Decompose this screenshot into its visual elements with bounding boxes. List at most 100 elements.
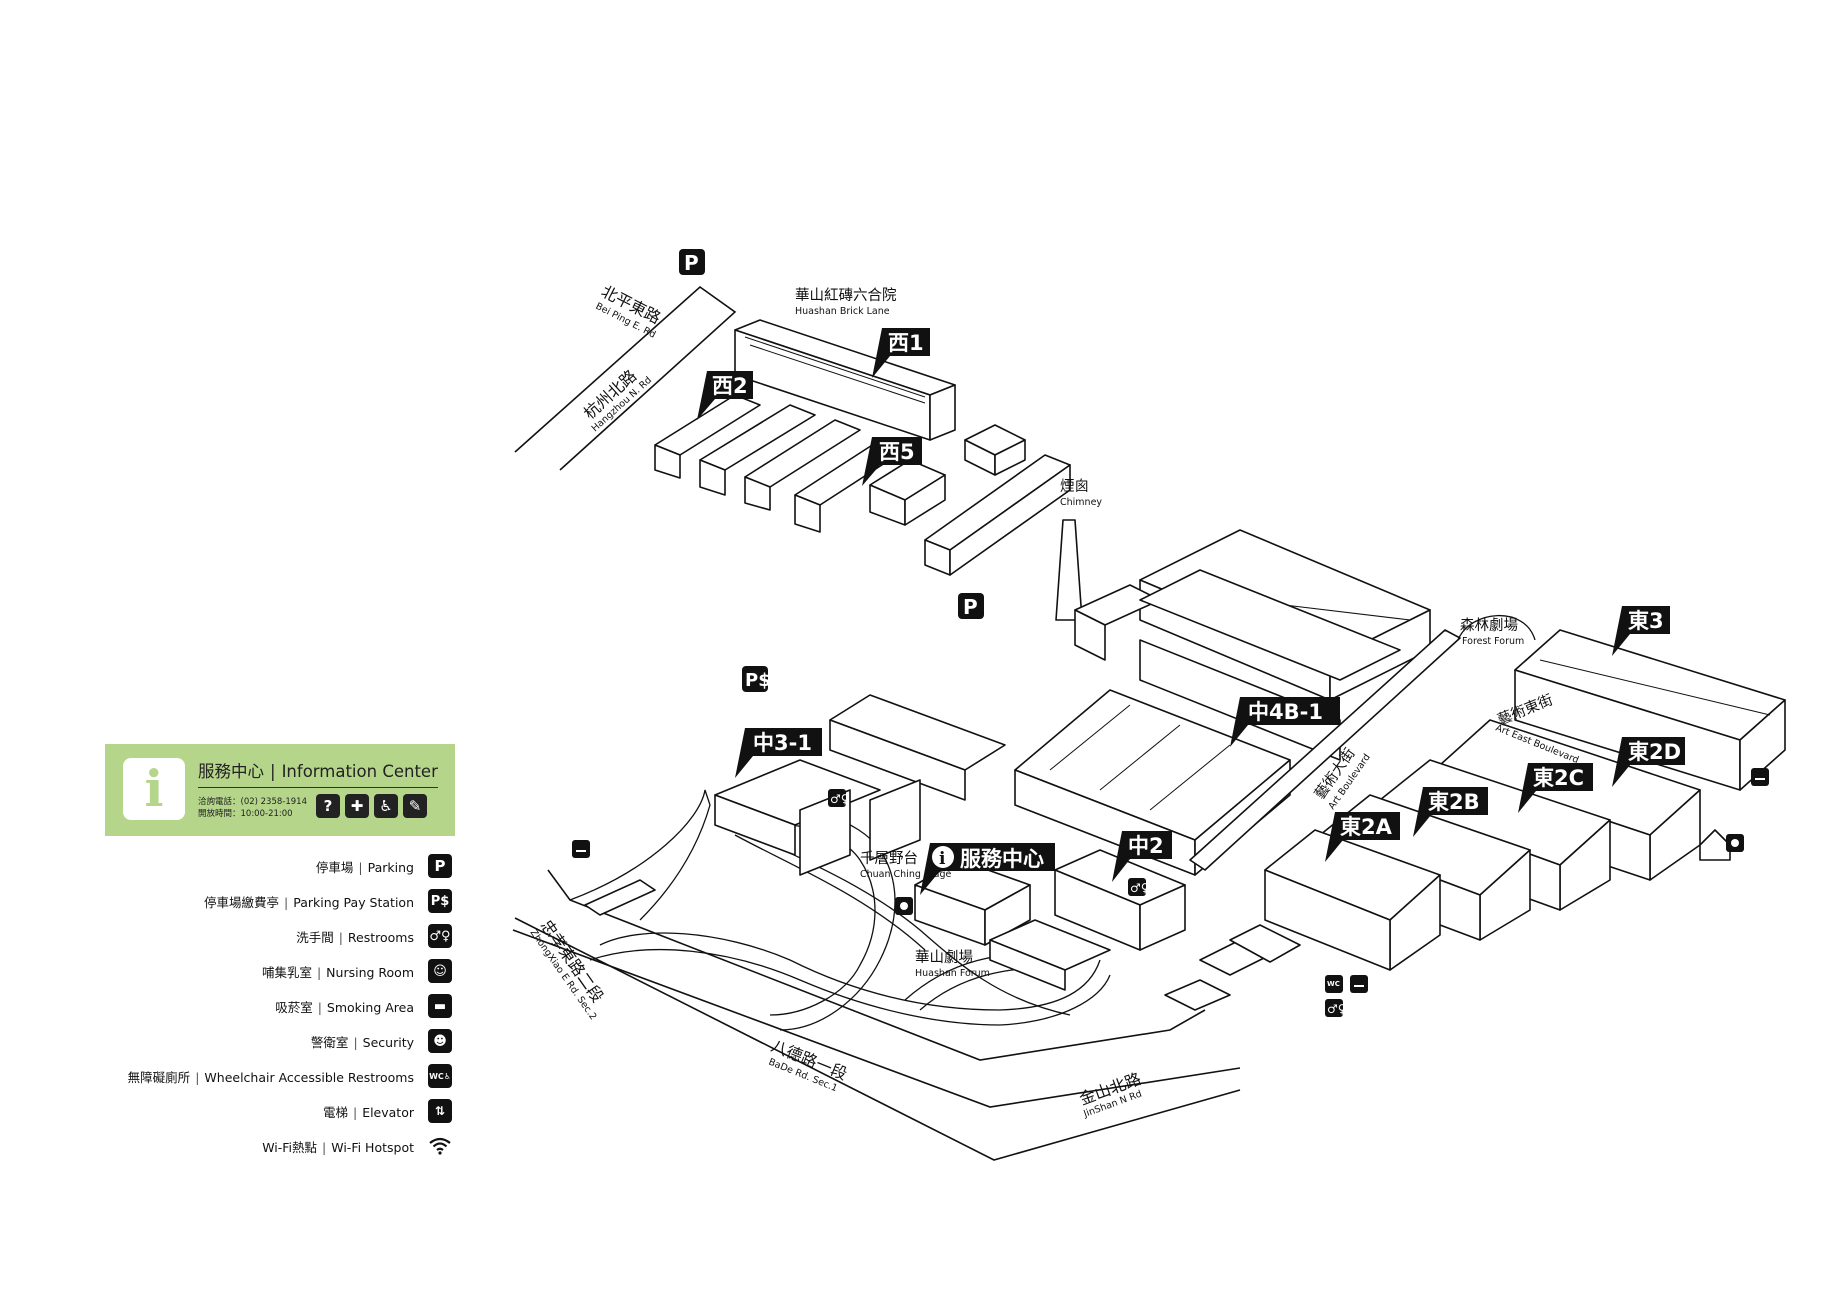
wifi-icon <box>428 1134 452 1158</box>
info-hours: 開放時間：10:00-21:00 <box>198 809 293 819</box>
info-center-panel: i 服務中心|Information Center 洽詢電話：(02) 2358… <box>105 744 455 836</box>
svg-text:東2D: 東2D <box>1628 740 1681 764</box>
legend-label-en: Nursing Room <box>326 964 414 980</box>
smoking-icon[interactable] <box>572 840 590 858</box>
security-icon[interactable] <box>1726 834 1744 852</box>
place-stage-zh: 千層野台 <box>860 850 918 867</box>
parking-pay-icon[interactable]: P$ <box>742 666 771 692</box>
first-aid-icon: ✚ <box>345 794 369 818</box>
tag-east-2a[interactable]: 東2A <box>1325 812 1400 862</box>
legend-label-zh: Wi-Fi熱點 <box>262 1139 318 1155</box>
legend-item-parking: 停車場|Parking P <box>0 853 460 879</box>
parking-icon: P <box>428 854 452 878</box>
legend-label-zh: 警衛室 <box>310 1034 349 1050</box>
tag-west-1[interactable]: 西1 <box>872 328 930 378</box>
place-brick-lane-zh: 華山紅磚六合院 <box>795 287 897 304</box>
svg-text:東2A: 東2A <box>1340 815 1393 839</box>
tag-central-2[interactable]: 中2 <box>1112 831 1172 882</box>
place-chimney-zh: 煙囪 <box>1060 478 1089 495</box>
question-icon: ? <box>316 794 340 818</box>
svg-text:東2C: 東2C <box>1533 766 1584 790</box>
west-buildings <box>654 319 1083 621</box>
info-service-icons: ? ✚ ♿ ✎ <box>316 794 427 818</box>
restroom-icon[interactable]: ♂♀ <box>1325 999 1347 1017</box>
parking-icon[interactable]: P <box>679 249 705 275</box>
place-stage-en: Chuan Ching Stage <box>860 869 952 880</box>
accessible-wc-icon[interactable]: WC <box>1325 975 1343 993</box>
svg-text:P: P <box>963 595 978 619</box>
tag-east-2c[interactable]: 東2C <box>1518 763 1593 813</box>
parking-icon[interactable]: P <box>958 593 984 619</box>
svg-text:中3-1: 中3-1 <box>753 731 812 755</box>
legend-item-accessible-wc: 無障礙廁所|Wheelchair Accessible Restrooms WC… <box>0 1063 460 1089</box>
svg-text:中2: 中2 <box>1128 834 1164 858</box>
svg-text:西1: 西1 <box>888 331 924 355</box>
parking-pay-icon: P$ <box>428 889 452 913</box>
place-brick-lane-en: Huashan Brick Lane <box>795 306 890 317</box>
legend-label-en: Smoking Area <box>326 999 414 1015</box>
place-forest-forum-zh: 森林劇場 <box>1460 617 1518 634</box>
tag-central-3-1[interactable]: 中3-1 <box>735 728 822 778</box>
legend-label-zh: 停車場繳費亭 <box>204 894 280 910</box>
info-divider <box>198 787 438 788</box>
legend-label-zh: 吸菸室 <box>275 999 313 1015</box>
info-icon: i <box>123 758 185 820</box>
tag-east-2d[interactable]: 東2D <box>1612 737 1685 787</box>
legend-item-restrooms: 洗手間|Restrooms ♂♀ <box>0 923 460 949</box>
legend-label-en: Wheelchair Accessible Restrooms <box>204 1069 414 1085</box>
wheelchair-icon: ♿ <box>374 794 398 818</box>
svg-text:♂♀: ♂♀ <box>830 792 850 806</box>
elevator-icon: ⇅ <box>428 1099 452 1123</box>
legend-label-en: Restrooms <box>347 929 414 945</box>
legend-label-en: Wi-Fi Hotspot <box>331 1139 414 1155</box>
legend-label-en: Parking Pay Station <box>293 894 414 910</box>
info-center-title: 服務中心|Information Center <box>198 762 438 781</box>
legend-label-zh: 洗手間 <box>296 929 334 945</box>
tag-west-5[interactable]: 西5 <box>862 437 922 486</box>
svg-text:♂♀: ♂♀ <box>1327 1002 1347 1016</box>
restroom-icon[interactable]: ♂♀ <box>828 789 850 807</box>
place-huashan-forum-en: Huashan Forum <box>915 968 990 979</box>
place-chimney-en: Chimney <box>1060 497 1102 508</box>
legend-item-nursing: 哺集乳室|Nursing Room ☺ <box>0 958 460 984</box>
smoking-icon: ▬ <box>428 994 452 1018</box>
stroller-icon: ✎ <box>403 794 427 818</box>
central-buildings <box>584 529 1461 1011</box>
security-icon: ☻ <box>428 1029 452 1053</box>
forest-forum-arc <box>1457 614 1536 641</box>
tag-west-2[interactable]: 西2 <box>697 371 753 420</box>
legend-label-en: Security <box>362 1034 414 1050</box>
legend-item-wifi: Wi-Fi熱點|Wi-Fi Hotspot <box>0 1133 460 1159</box>
legend-label-zh: 停車場 <box>315 859 354 875</box>
place-forest-forum-en: Forest Forum <box>1462 636 1524 647</box>
svg-text:東3: 東3 <box>1628 609 1664 633</box>
restroom-icon[interactable]: ♂♀ <box>1128 878 1150 896</box>
smoking-icon[interactable] <box>1350 975 1368 993</box>
tag-central-4b-1[interactable]: 中4B-1 <box>1230 697 1340 747</box>
info-center-title-zh: 服務中心 <box>198 762 264 781</box>
security-icon[interactable] <box>895 897 913 915</box>
info-center-title-en: Information Center <box>281 762 438 781</box>
accessible-wc-icon: WC♿ <box>428 1064 452 1088</box>
tag-east-3[interactable]: 東3 <box>1612 606 1670 656</box>
restroom-icon: ♂♀ <box>428 924 452 948</box>
place-huashan-forum-zh: 華山劇場 <box>915 949 973 966</box>
legend-item-parking-pay: 停車場繳費亭|Parking Pay Station P$ <box>0 888 460 914</box>
svg-text:P$: P$ <box>745 670 771 691</box>
legend-label-zh: 無障礙廁所 <box>127 1069 191 1085</box>
roads <box>512 285 1241 1161</box>
tag-service-center[interactable]: i 服務中心 <box>920 843 1055 895</box>
legend-label-zh: 電梯 <box>322 1104 348 1120</box>
legend-label-zh: 哺集乳室 <box>261 964 312 980</box>
info-phone: 洽詢電話：(02) 2358-1914 <box>198 797 307 807</box>
svg-text:中4B-1: 中4B-1 <box>1248 700 1323 724</box>
svg-text:西5: 西5 <box>879 440 915 464</box>
nursing-room-icon: ☺ <box>428 959 452 983</box>
tag-east-2b[interactable]: 東2B <box>1413 787 1488 837</box>
smoking-icon[interactable] <box>1751 768 1769 786</box>
legend-item-security: 警衛室|Security ☻ <box>0 1028 460 1054</box>
legend-item-elevator: 電梯|Elevator ⇅ <box>0 1098 460 1124</box>
svg-text:服務中心: 服務中心 <box>960 847 1044 871</box>
svg-text:i: i <box>939 849 946 869</box>
